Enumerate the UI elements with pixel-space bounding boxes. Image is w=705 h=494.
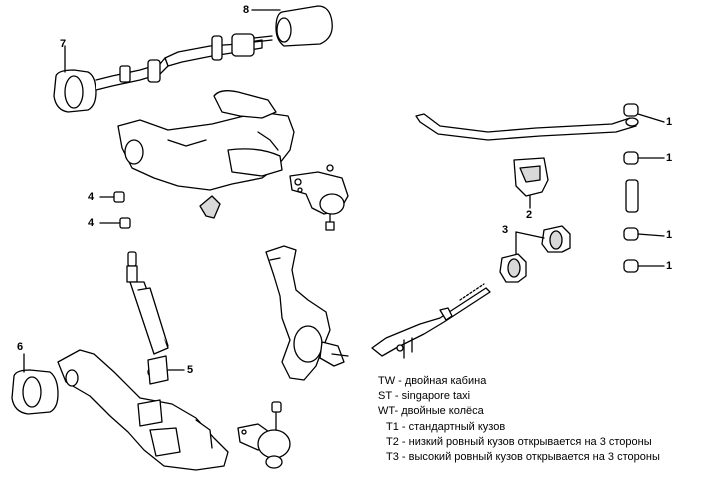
stabilizer-bar [415, 113, 639, 141]
legend-text: двойные колёса [401, 405, 484, 418]
legend-text: низкий ровный кузов открывается на 3 сто… [408, 435, 652, 448]
lower-ball-joint [237, 401, 291, 469]
legend-sep: - [391, 390, 402, 403]
legend-row: TW - двойная кабина [378, 374, 660, 389]
callout-4-upper: 4 [88, 191, 95, 203]
shock-absorber [126, 251, 185, 385]
callout-1-c: 1 [666, 229, 673, 241]
upper-control-arm [117, 90, 295, 191]
legend-sep: - [398, 420, 409, 433]
legend-code: T1 [386, 420, 399, 433]
legend-sep: - [394, 405, 402, 418]
legend-code: T2 [386, 435, 399, 448]
legend-row: ST - singapore taxi [378, 389, 660, 404]
callout-1-b: 1 [666, 152, 673, 164]
legend-code: ST [378, 390, 392, 403]
callout-6: 6 [17, 341, 24, 353]
callout-3: 3 [502, 224, 509, 236]
lower-control-arm [57, 349, 229, 471]
bump-stopper [199, 195, 221, 219]
callout-1-a: 1 [666, 116, 673, 128]
legend-code: WT [378, 405, 395, 418]
legend-sep: - [395, 375, 405, 387]
legend-row: WT- двойные колёса [378, 404, 660, 419]
legend-text: singapore taxi [401, 390, 471, 403]
legend-code: TW [378, 375, 396, 387]
callout-7: 7 [60, 38, 67, 50]
nuts-4 [99, 191, 131, 229]
callout-8: 8 [243, 4, 250, 16]
legend-row: T3 - высокий ровный кузов открывается на… [378, 450, 660, 465]
legend-sep: - [398, 435, 409, 448]
callout-5: 5 [187, 364, 194, 376]
callout-2: 2 [526, 209, 533, 221]
callout-1-d: 1 [666, 260, 673, 272]
steering-knuckle [265, 245, 349, 381]
strut-bar [371, 283, 491, 359]
callout-4-lower: 4 [88, 217, 95, 229]
legend-row: T1 - стандартный кузов [378, 420, 660, 435]
bushing-7 [53, 45, 169, 113]
legend-text: стандартный кузов [408, 420, 506, 433]
upper-ball-joint [289, 164, 349, 231]
legend: TW - двойная кабина ST - singapore taxi … [378, 374, 660, 465]
legend-text: двойная кабина [404, 375, 487, 387]
legend-code: T3 [386, 451, 399, 464]
legend-text: высокий ровный кузов открывается на 3 ст… [408, 451, 660, 464]
legend-sep: - [398, 451, 409, 464]
bushing-6 [11, 353, 59, 415]
legend-row: T2 - низкий ровный кузов открывается на … [378, 435, 660, 450]
stabilizer-bracket-2 [513, 157, 549, 209]
strut-bushings-3 [499, 225, 571, 283]
stabilizer-bushings-1 [623, 103, 665, 273]
upper-arm-shaft-8 [164, 5, 333, 67]
